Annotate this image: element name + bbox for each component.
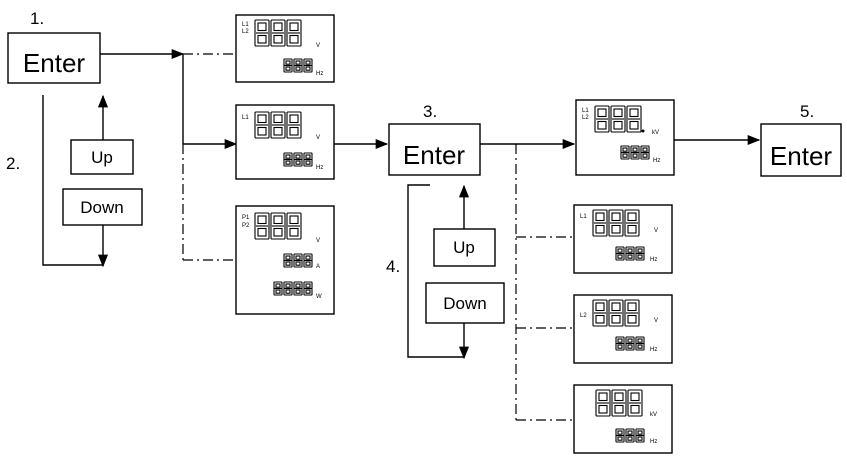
display-label: L2 — [242, 29, 249, 35]
display-unit: V — [316, 238, 320, 244]
enter-button-step-1-label: Enter — [23, 48, 85, 78]
display-unit: Hz — [316, 71, 323, 77]
display-unit: W — [316, 294, 322, 300]
display-unit: Hz — [316, 165, 323, 171]
display-l1-voltage: L1 V Hz — [235, 104, 335, 180]
up-button-step-4-label: Up — [453, 238, 475, 257]
step-4-label: 4. — [386, 257, 400, 276]
up-button-step-2-label: Up — [91, 148, 113, 167]
step-2-label: 2. — [6, 154, 20, 173]
display-unit: kV — [650, 412, 657, 418]
connector-step-3 — [480, 138, 576, 421]
down-button-step-4-label: Down — [443, 294, 486, 313]
enter-button-step-3[interactable]: Enter — [388, 123, 481, 176]
display-unit: Hz — [650, 347, 657, 353]
down-button-step-2[interactable]: Down — [62, 188, 143, 226]
up-down-loop-step-4 — [407, 184, 470, 360]
display-unit: Hz — [650, 257, 657, 263]
down-button-step-4[interactable]: Down — [425, 282, 505, 324]
up-button-step-2[interactable]: Up — [70, 139, 134, 175]
enter-button-step-5-label: Enter — [770, 141, 832, 171]
up-button-step-4[interactable]: Up — [433, 228, 496, 267]
display-unit: kV — [652, 130, 659, 136]
display-unit: V — [316, 135, 320, 141]
down-button-step-2-label: Down — [80, 198, 123, 217]
step-3-label: 3. — [423, 102, 437, 121]
display-l2-voltage-sub: L2 V Hz — [573, 294, 673, 364]
up-down-loop-step-2 — [42, 94, 109, 268]
enter-button-step-3-label: Enter — [403, 140, 465, 170]
display-label: L1 — [582, 108, 589, 114]
display-label: L1 — [242, 115, 249, 121]
display-unit: Hz — [650, 439, 657, 445]
step-5-label: 5. — [800, 102, 814, 121]
step-1-label: 1. — [30, 9, 44, 28]
connector-step-1 — [100, 48, 238, 261]
display-label: L1 — [242, 22, 249, 28]
display-unit: A — [316, 264, 320, 270]
display-label: P1 — [242, 215, 250, 221]
display-p1-p2-power: P1 P2 V A W — [235, 205, 335, 315]
display-unit: Hz — [653, 158, 660, 164]
display-label: L2 — [580, 313, 587, 319]
display-kilovolt-sub: kV Hz — [573, 384, 673, 454]
display-unit: V — [316, 43, 320, 49]
display-l1-l2-kilovolt: L1 L2 kV Hz — [575, 99, 675, 176]
display-l1-l2-voltage: L1 L2 V Hz — [235, 14, 335, 83]
enter-button-step-1[interactable]: Enter — [7, 32, 101, 84]
display-label: P2 — [242, 223, 250, 229]
display-unit: V — [654, 318, 658, 324]
display-l1-voltage-sub: L1 V Hz — [573, 204, 673, 274]
display-unit: V — [654, 228, 658, 234]
enter-button-step-5[interactable]: Enter — [760, 123, 842, 177]
display-label: L2 — [582, 115, 589, 121]
display-label: L1 — [580, 214, 587, 220]
